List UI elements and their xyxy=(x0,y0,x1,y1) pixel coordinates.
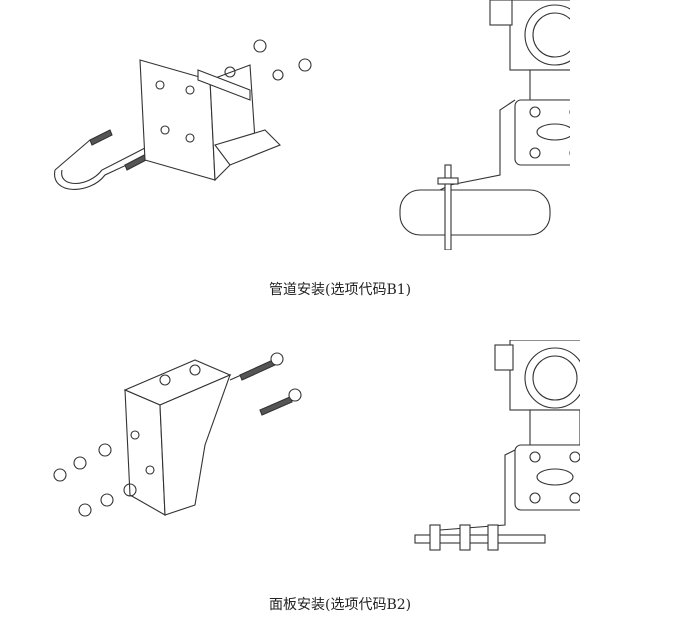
panel-mount-bracket-exploded-drawing xyxy=(53,352,302,517)
figure-caption-b1: 管道安装(选项代码B1) xyxy=(269,282,412,298)
pipe-mount-installed-drawing xyxy=(399,0,570,250)
figure-caption-b2: 面板安装(选项代码B2) xyxy=(269,597,412,613)
pipe-mount-bracket-exploded-drawing xyxy=(54,39,312,190)
panel-mount-installed-drawing xyxy=(414,340,580,551)
